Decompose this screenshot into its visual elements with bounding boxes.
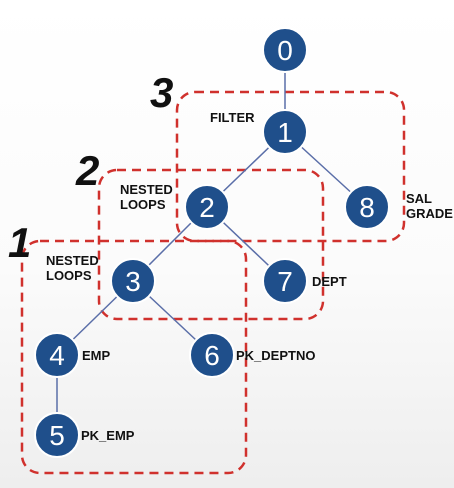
plan-node-3: 3 bbox=[110, 258, 156, 304]
plan-node-circle bbox=[262, 109, 308, 155]
plan-node-circle bbox=[184, 184, 230, 230]
plan-node-circle bbox=[262, 258, 308, 304]
plan-node-circle bbox=[34, 332, 80, 378]
plan-node-circle bbox=[110, 258, 156, 304]
node-annotation-5: PK_EMP bbox=[81, 428, 135, 443]
group-box-2 bbox=[97, 168, 325, 321]
plan-node-number: 0 bbox=[277, 35, 293, 66]
plan-node-4: 4 bbox=[34, 332, 80, 378]
node-annotation-1: FILTER bbox=[210, 110, 255, 125]
group-number-2: 2 bbox=[75, 147, 99, 194]
group-numbers: 3 21 bbox=[8, 69, 173, 266]
node-annotation-7: DEPT bbox=[312, 274, 347, 289]
plan-node-number: 4 bbox=[49, 340, 65, 371]
plan-node-6: 6 bbox=[189, 332, 235, 378]
node-annotation-4: EMP bbox=[82, 348, 111, 363]
plan-node-0: 0 bbox=[262, 27, 308, 73]
plan-node-circle bbox=[189, 332, 235, 378]
group-boxes bbox=[20, 90, 406, 475]
node-annotation-6: PK_DEPTNO bbox=[236, 348, 315, 363]
plan-node-5: 5 bbox=[34, 412, 80, 458]
plan-node-circle bbox=[34, 412, 80, 458]
plan-node-1: 1 bbox=[262, 109, 308, 155]
plan-node-circle bbox=[262, 27, 308, 73]
group-number-1: 1 bbox=[8, 219, 31, 266]
group-box-1 bbox=[20, 239, 248, 475]
plan-node-7: 7 bbox=[262, 258, 308, 304]
plan-node-number: 7 bbox=[277, 266, 293, 297]
plan-node-number: 6 bbox=[204, 340, 220, 371]
plan-node-number: 8 bbox=[359, 192, 375, 223]
plan-node-circle bbox=[344, 184, 390, 230]
plan-node-8: 8 bbox=[344, 184, 390, 230]
plan-node-number: 5 bbox=[49, 420, 65, 451]
plan-node-2: 2 bbox=[184, 184, 230, 230]
plan-node-number: 3 bbox=[125, 266, 141, 297]
tree-nodes: 0 1 2 8 3 7 4 6 5 bbox=[34, 27, 390, 458]
plan-node-number: 1 bbox=[277, 117, 293, 148]
group-number-3: 3 bbox=[150, 69, 173, 116]
group-box-3 bbox=[175, 90, 406, 243]
plan-node-number: 2 bbox=[199, 192, 215, 223]
